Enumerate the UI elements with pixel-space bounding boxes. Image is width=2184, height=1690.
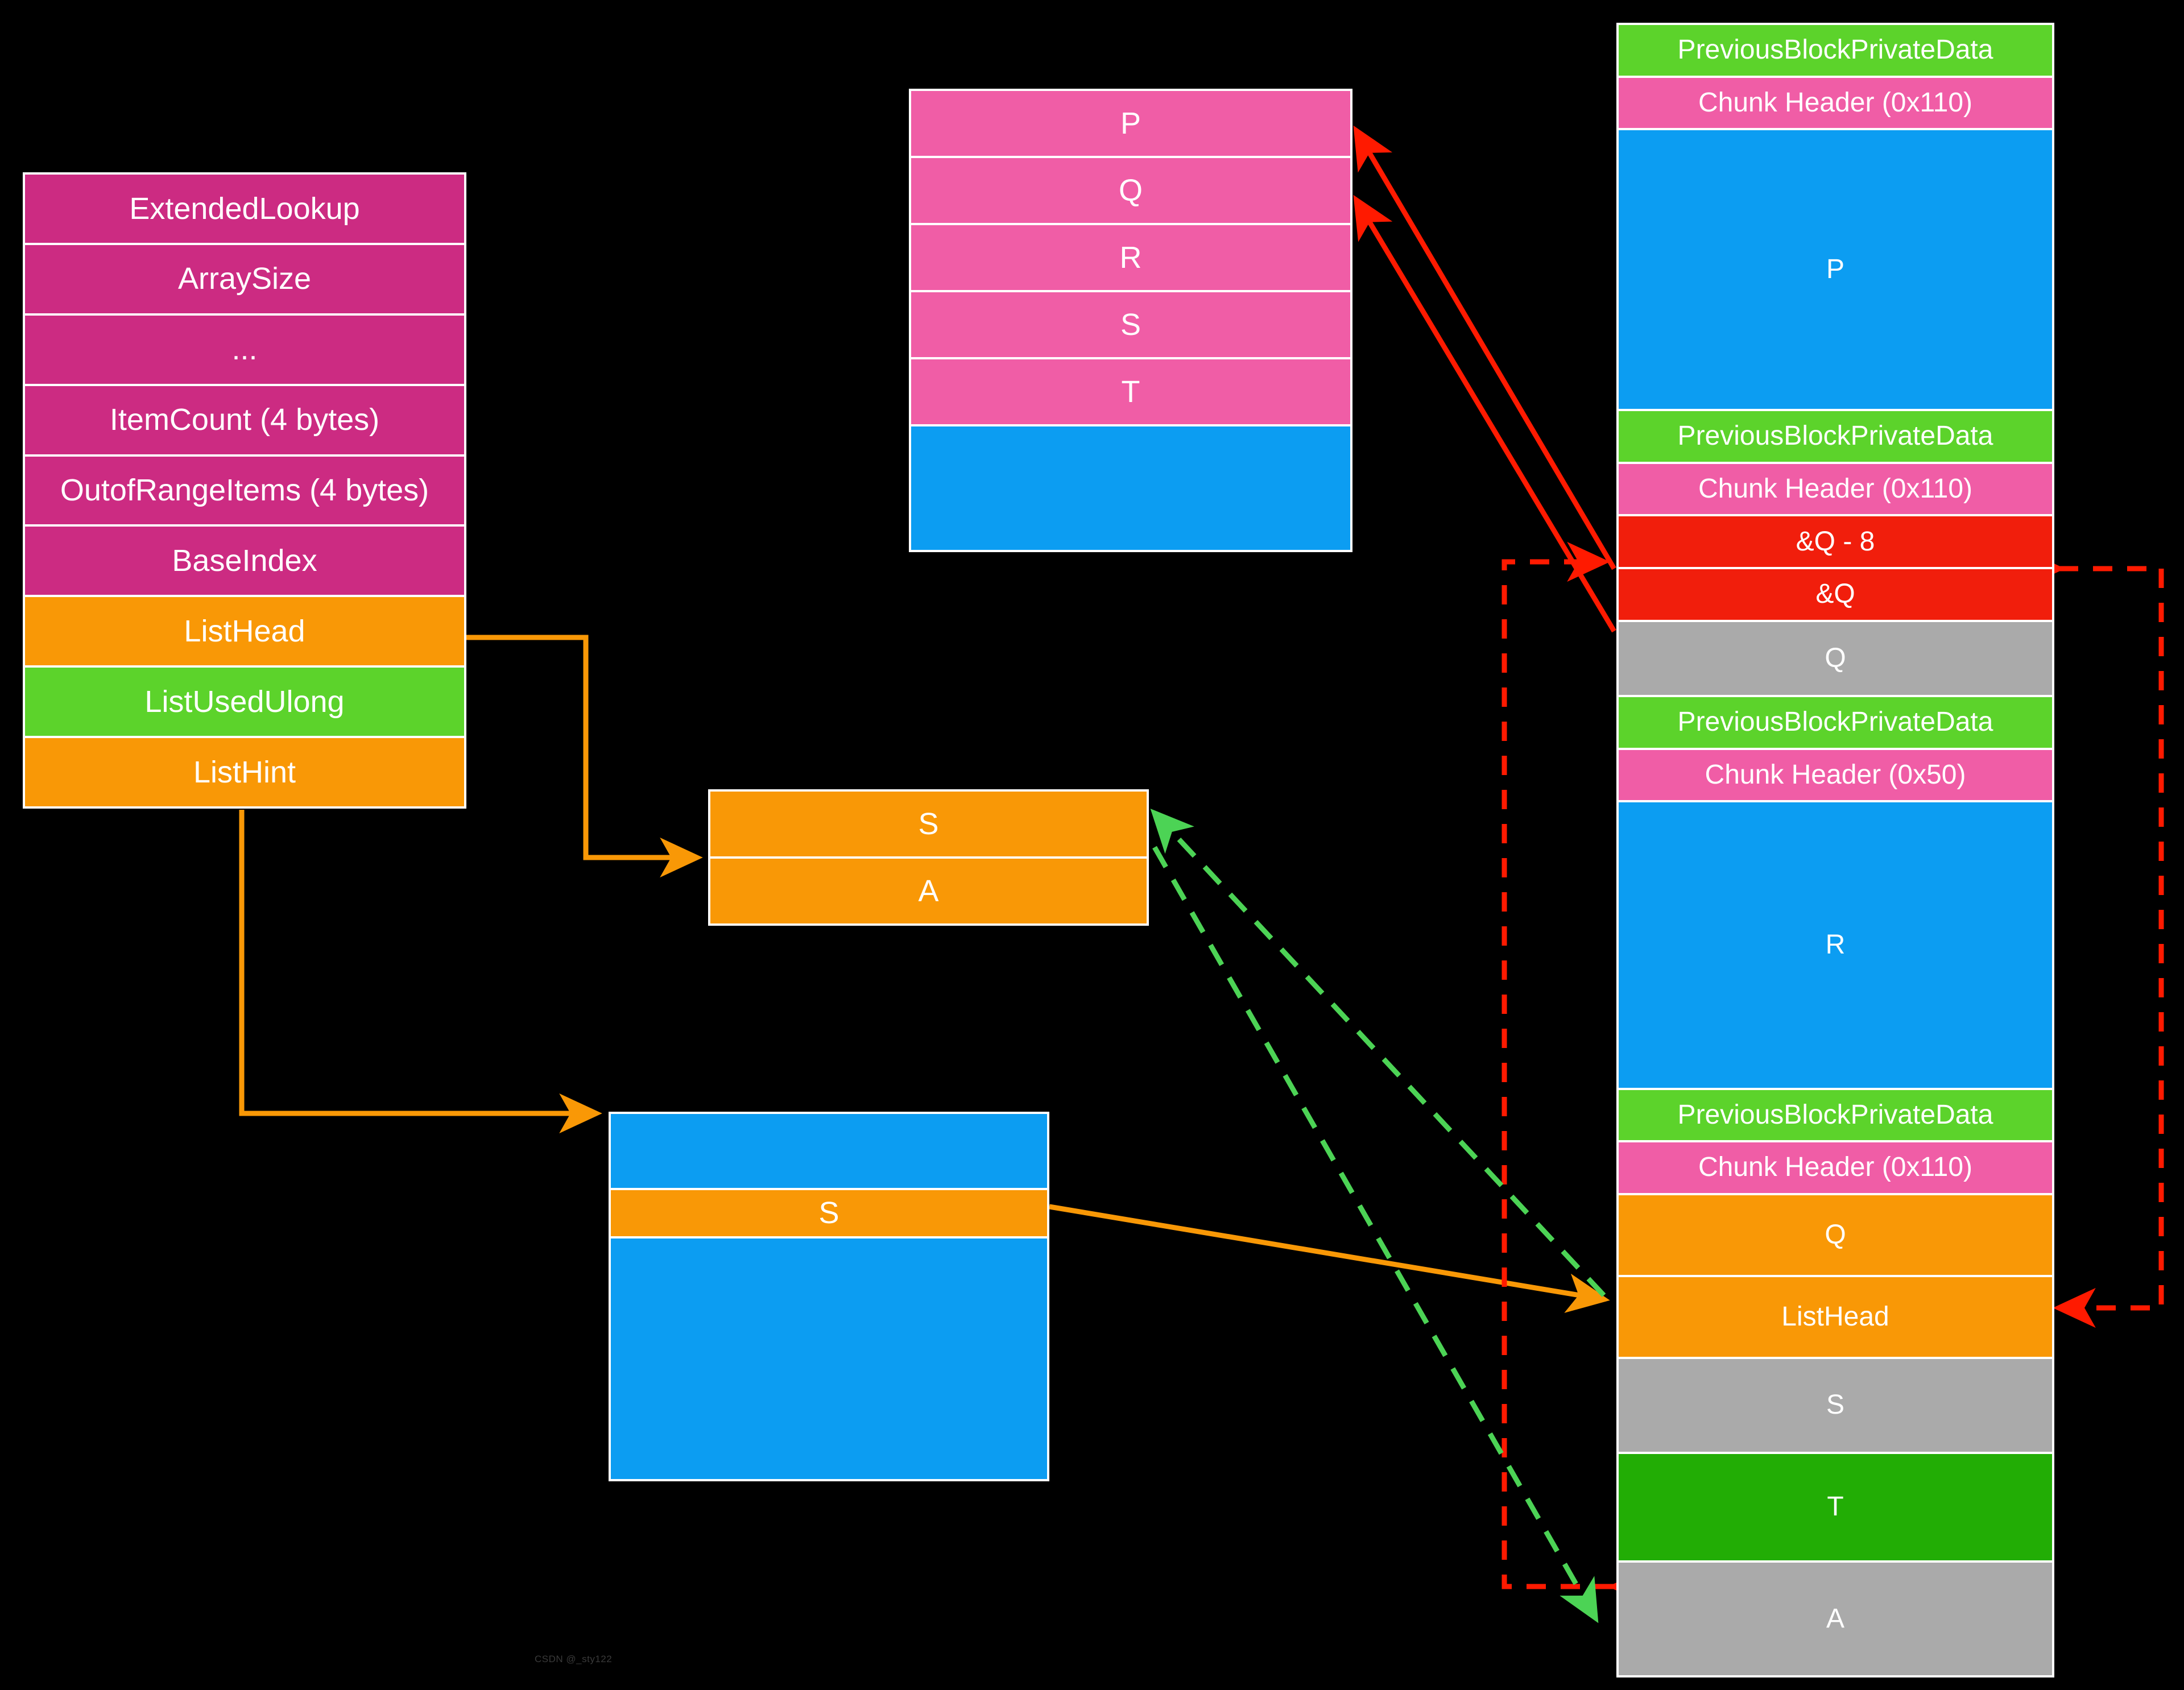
- struct-row-itemcount[interactable]: ItemCount (4 bytes): [25, 386, 464, 457]
- struct-row-listhint[interactable]: ListHint: [25, 738, 464, 807]
- heap-row-s[interactable]: S: [1619, 1358, 2052, 1455]
- heap-row-q-orange[interactable]: Q: [1619, 1195, 2052, 1277]
- heap-row-prevblockprivatedata-3[interactable]: PreviousBlockPrivateData: [1619, 697, 2052, 750]
- lookup-row-t[interactable]: T: [911, 359, 1350, 427]
- sabox-row-s[interactable]: S: [710, 792, 1147, 859]
- wire-sblue-to-heap-q: [1049, 1204, 1610, 1313]
- sabox-row-a[interactable]: A: [710, 859, 1147, 923]
- watermark: CSDN @_sty122: [535, 1654, 613, 1664]
- heap-row-prevblockprivatedata-1[interactable]: PreviousBlockPrivateData: [1619, 25, 2052, 78]
- struct-row-baseindex[interactable]: BaseIndex: [25, 527, 464, 598]
- extended-lookup-struct: ExtendedLookup ArraySize ... ItemCount (…: [23, 172, 466, 809]
- heap-row-chunkheader-50[interactable]: Chunk Header (0x50): [1619, 749, 2052, 803]
- lookup-row-p[interactable]: P: [911, 91, 1350, 159]
- wire-red-dashed-left-bracket: [1502, 541, 1651, 1607]
- struct-row-listhead[interactable]: ListHead: [25, 597, 464, 668]
- struct-row-ellipsis[interactable]: ...: [25, 315, 464, 386]
- heap-row-amp-q[interactable]: &Q: [1619, 569, 2052, 622]
- struct-row-extendedlookup[interactable]: ExtendedLookup: [25, 175, 464, 245]
- heap-row-q-minus-8[interactable]: &Q - 8: [1619, 516, 2052, 570]
- wire-green-dashed-heap-q-to-sabox: [1150, 809, 1606, 1298]
- sblue-row-top[interactable]: [611, 1114, 1047, 1190]
- heap-chunk-column: PreviousBlockPrivateData Chunk Header (0…: [1616, 23, 2054, 1677]
- wire-red-heap-to-lookup: [1353, 125, 1616, 633]
- sblue-row-s[interactable]: S: [611, 1190, 1047, 1239]
- heap-row-t[interactable]: T: [1619, 1454, 2052, 1563]
- lookup-row-empty[interactable]: [911, 426, 1350, 550]
- heap-row-q-gray[interactable]: Q: [1619, 622, 2052, 697]
- struct-row-outofrangeitems[interactable]: OutofRangeItems (4 bytes): [25, 456, 464, 527]
- struct-row-arraysize[interactable]: ArraySize: [25, 245, 464, 316]
- lookup-row-q[interactable]: Q: [911, 158, 1350, 226]
- wire-red-dashed-right-bracket: [2022, 548, 2164, 1328]
- heap-row-chunkheader-110-1[interactable]: Chunk Header (0x110): [1619, 77, 2052, 131]
- wire-listhint-to-sblue: [239, 810, 602, 1134]
- heap-row-r[interactable]: R: [1619, 802, 2052, 1090]
- wire-listhead-to-sabox: [465, 635, 703, 878]
- lookup-row-r[interactable]: R: [911, 225, 1350, 293]
- heap-row-a[interactable]: A: [1619, 1562, 2052, 1676]
- struct-row-listusedulong[interactable]: ListUsedUlong: [25, 668, 464, 739]
- heap-row-listhead[interactable]: ListHead: [1619, 1277, 2052, 1359]
- listhint-block-box: S: [609, 1112, 1049, 1481]
- heap-row-chunkheader-110-2[interactable]: Chunk Header (0x110): [1619, 463, 2052, 517]
- listhead-entry-box: S A: [708, 789, 1149, 926]
- heap-row-prevblockprivatedata-2[interactable]: PreviousBlockPrivateData: [1619, 411, 2052, 464]
- heap-row-prevblockprivatedata-4[interactable]: PreviousBlockPrivateData: [1619, 1090, 2052, 1143]
- sblue-row-bottom[interactable]: [611, 1238, 1047, 1480]
- wire-green-dashed-sabox-to-heap-a: [1152, 846, 1599, 1623]
- lookup-row-s[interactable]: S: [911, 292, 1350, 360]
- heap-row-chunkheader-110-3[interactable]: Chunk Header (0x110): [1619, 1142, 2052, 1195]
- lookup-array-table: P Q R S T: [909, 89, 1352, 552]
- heap-row-p[interactable]: P: [1619, 130, 2052, 412]
